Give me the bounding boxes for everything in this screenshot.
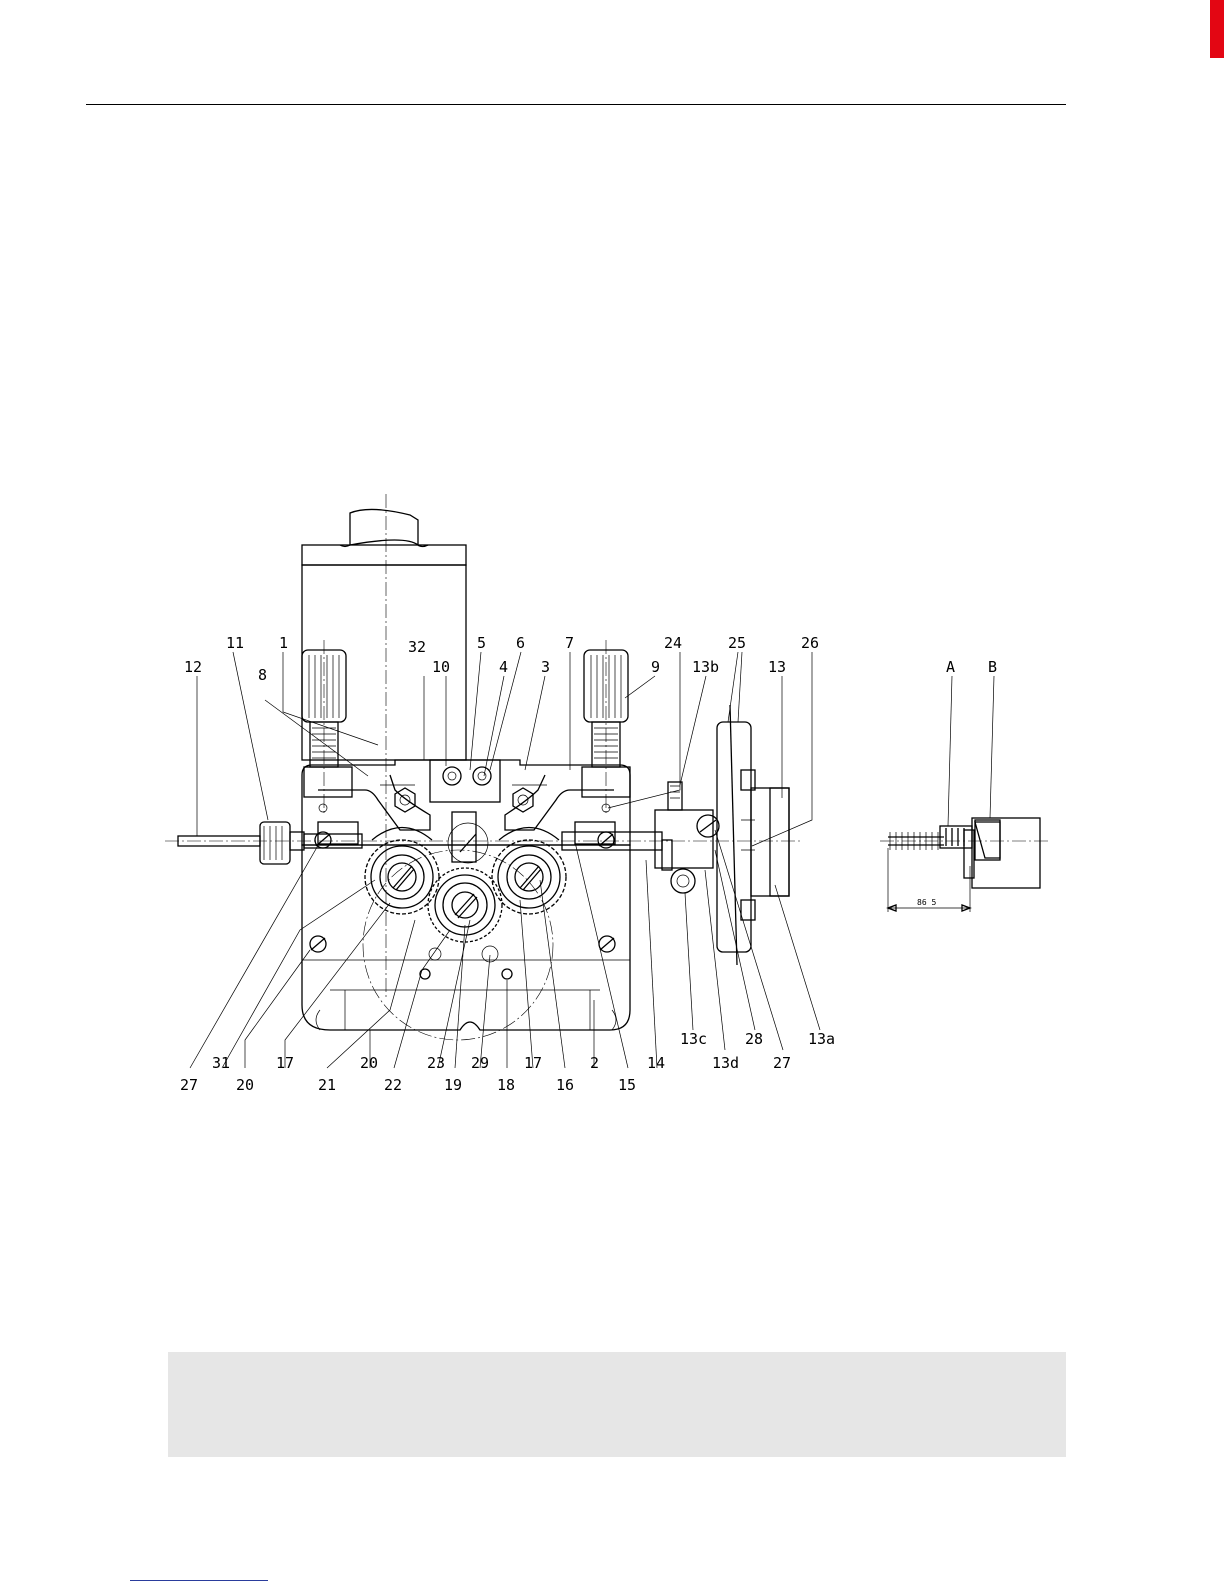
callout-10: 10 (432, 658, 450, 676)
note-box (168, 1352, 1066, 1457)
callout-13: 13 (768, 658, 786, 676)
callout-8: 8 (258, 666, 267, 684)
callout-17-left: 17 (276, 1054, 294, 1072)
callout-7: 7 (565, 634, 574, 652)
callout-13d: 13d (712, 1054, 739, 1072)
callout-9: 9 (651, 658, 660, 676)
callout-4: 4 (499, 658, 508, 676)
callout-B: B (988, 658, 997, 676)
callout-18: 18 (497, 1076, 515, 1094)
callout-13b: 13b (692, 658, 719, 676)
callout-1: 1 (279, 634, 288, 652)
callout-28: 28 (745, 1030, 763, 1048)
callout-16: 16 (556, 1076, 574, 1094)
callout-14: 14 (647, 1054, 665, 1072)
callout-13a: 13a (808, 1030, 835, 1048)
callout-31: 31 (212, 1054, 230, 1072)
callout-2: 2 (590, 1054, 599, 1072)
callout-13c: 13c (680, 1030, 707, 1048)
outlet-guide (562, 782, 719, 893)
leader-lines (190, 652, 994, 1068)
footer-link-underline (130, 1580, 268, 1581)
callout-19: 19 (444, 1076, 462, 1094)
callout-20-mid: 20 (360, 1054, 378, 1072)
callout-32: 32 (408, 638, 426, 656)
top-callout-labels: 12 11 8 1 32 10 5 4 6 3 7 9 24 13b 25 13… (184, 634, 997, 684)
wire-inlet (178, 822, 362, 864)
bottom-callout-labels: 27 20 31 17 21 20 22 23 19 29 18 17 16 2… (180, 1030, 835, 1094)
callout-24: 24 (664, 634, 682, 652)
callout-12: 12 (184, 658, 202, 676)
feeder-body (302, 760, 630, 1030)
gear-pitch-circle (363, 850, 553, 1040)
callout-27-left: 27 (180, 1076, 198, 1094)
callout-22: 22 (384, 1076, 402, 1094)
callout-15: 15 (618, 1076, 636, 1094)
callout-11: 11 (226, 634, 244, 652)
dimension-label: 86 5 (917, 898, 936, 907)
left-tension-knob (302, 650, 352, 812)
callout-21: 21 (318, 1076, 336, 1094)
callout-23: 23 (427, 1054, 445, 1072)
right-feed-roll (492, 840, 566, 914)
callout-5: 5 (477, 634, 486, 652)
callout-20-left: 20 (236, 1076, 254, 1094)
left-feed-roll (365, 840, 439, 914)
callout-17-right: 17 (524, 1054, 542, 1072)
callout-26: 26 (801, 634, 819, 652)
callout-27-right: 27 (773, 1054, 791, 1072)
detail-view: 86 5 (880, 818, 1050, 912)
callout-25: 25 (728, 634, 746, 652)
drive-gear (428, 868, 502, 942)
callout-A: A (946, 658, 955, 676)
callout-6: 6 (516, 634, 525, 652)
callout-3: 3 (541, 658, 550, 676)
callout-29: 29 (471, 1054, 489, 1072)
